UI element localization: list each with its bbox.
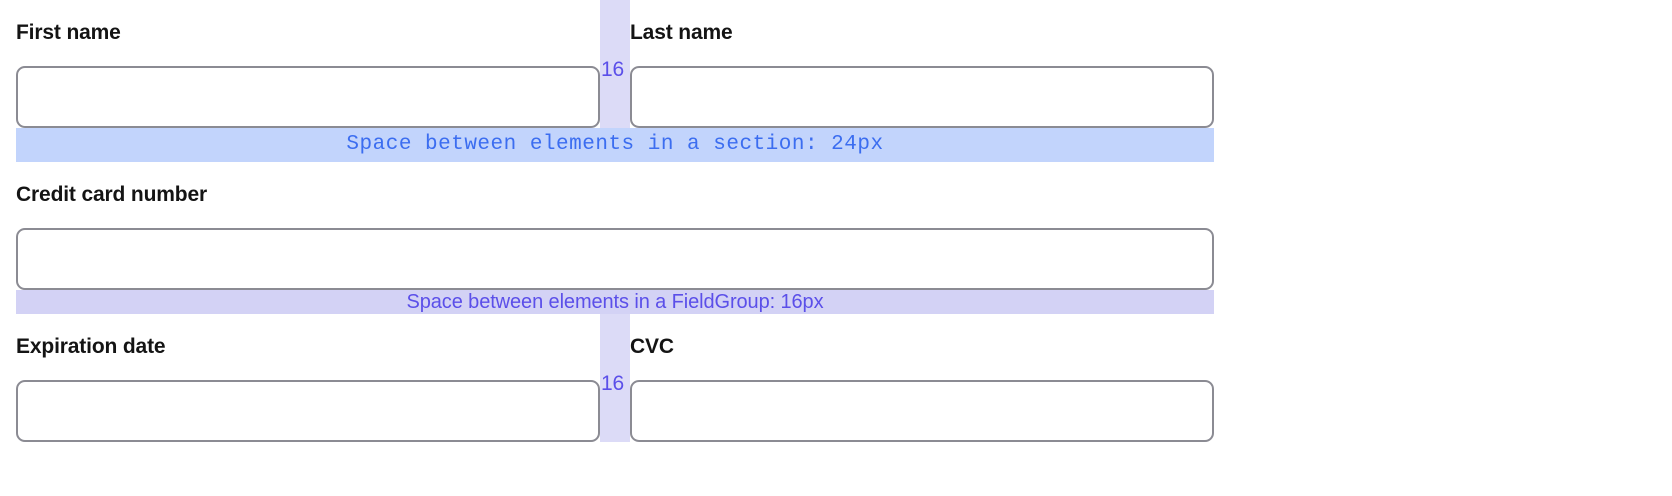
cvc-field: CVC — [630, 314, 1214, 442]
first-name-input[interactable] — [16, 66, 600, 128]
credit-card-number-input[interactable] — [16, 228, 1214, 290]
cvc-input[interactable] — [630, 380, 1214, 442]
fieldgroup-gap-annotation: Space between elements in a FieldGroup: … — [16, 290, 1214, 314]
last-name-field: Last name — [630, 0, 1214, 128]
expiration-date-input[interactable] — [16, 380, 600, 442]
credit-card-field-group: Credit card number — [16, 162, 1214, 290]
section-gap-annotation: Space between elements in a section: 24p… — [16, 128, 1214, 162]
cvc-label: CVC — [630, 335, 674, 358]
payment-form: First name 16 Last name Space between el… — [16, 0, 1214, 442]
expiration-date-label: Expiration date — [16, 335, 166, 358]
column-gap-indicator-expiry-row: 16 — [600, 314, 630, 442]
expiry-field-group: Expiration date 16 CVC — [16, 314, 1214, 442]
credit-card-row: Credit card number — [16, 162, 1214, 290]
expiry-row: Expiration date 16 CVC — [16, 314, 1214, 442]
column-gap-indicator-name-row: 16 — [600, 0, 630, 128]
first-name-field: First name — [16, 0, 600, 128]
expiration-date-field: Expiration date — [16, 314, 600, 442]
column-gap-label: 16 — [601, 58, 624, 81]
name-field-group: First name 16 Last name — [16, 0, 1214, 128]
first-name-label: First name — [16, 21, 121, 44]
last-name-input[interactable] — [630, 66, 1214, 128]
credit-card-number-label: Credit card number — [16, 183, 208, 206]
name-row: First name 16 Last name — [16, 0, 1214, 128]
last-name-label: Last name — [630, 21, 733, 44]
column-gap-label: 16 — [601, 372, 624, 395]
credit-card-number-field: Credit card number — [16, 162, 1214, 290]
